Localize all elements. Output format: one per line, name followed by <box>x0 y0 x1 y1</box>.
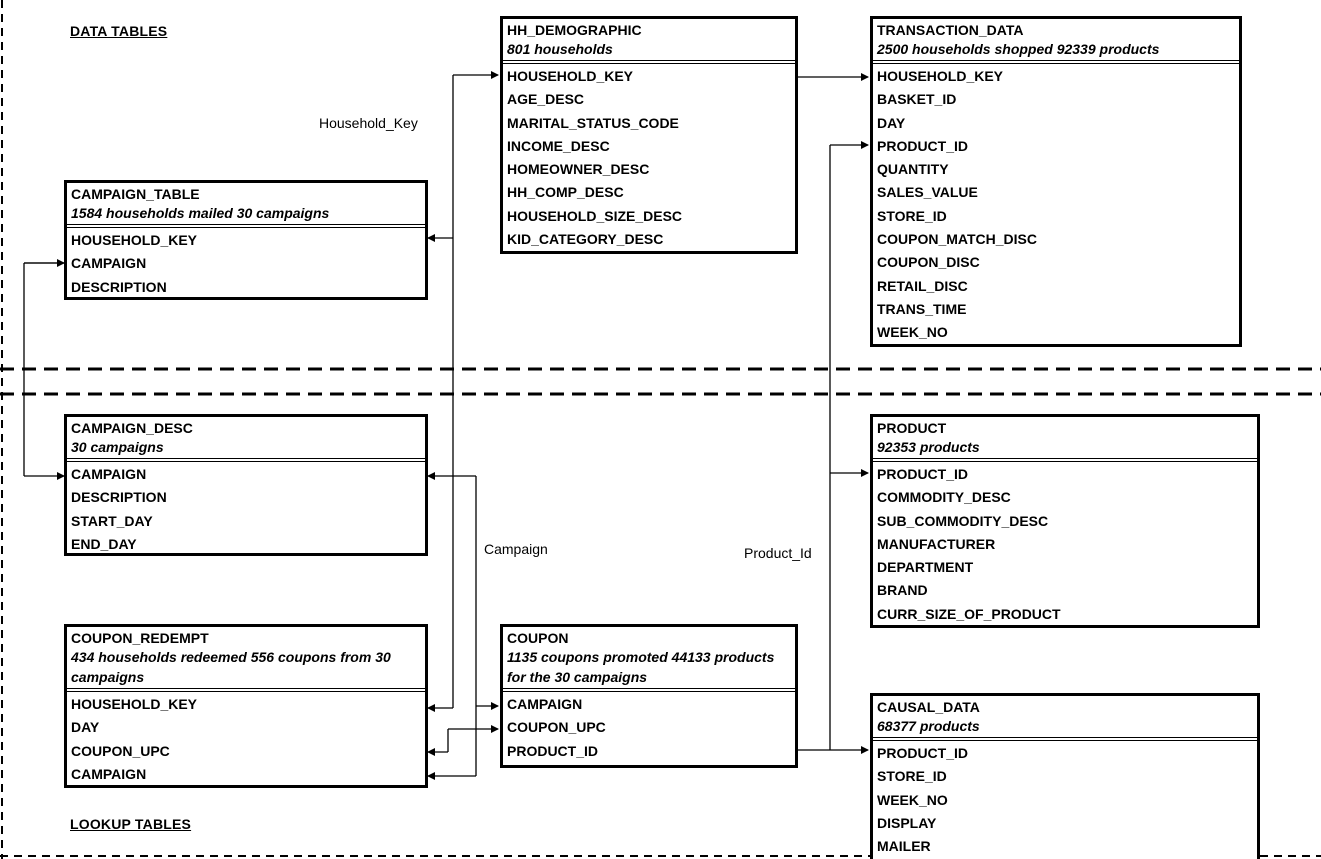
table-name: TRANSACTION_DATA <box>877 22 1024 38</box>
field-curr-size-of-product[interactable]: CURR_SIZE_OF_PRODUCT <box>877 605 1061 622</box>
table-subtitle: 434 households redeemed 556 coupons from… <box>71 649 391 685</box>
field-description[interactable]: DESCRIPTION <box>71 278 167 295</box>
field-week-no[interactable]: WEEK_NO <box>877 791 948 808</box>
field-list: HOUSEHOLD_KEY DAY COUPON_UPC CAMPAIGN <box>67 692 425 786</box>
field-store-id[interactable]: STORE_ID <box>877 768 947 785</box>
field-day[interactable]: DAY <box>71 719 100 736</box>
field-list: PRODUCT_ID STORE_ID WEEK_NO DISPLAY MAILER <box>873 741 1257 858</box>
table-subtitle: 68377 products <box>877 718 980 734</box>
table-name: COUPON_REDEMPT <box>71 630 209 646</box>
field-start-day[interactable]: START_DAY <box>71 512 153 529</box>
field-list: PRODUCT_ID COMMODITY_DESC SUB_COMMODITY_DE… <box>873 462 1257 626</box>
field-coupon-upc[interactable]: COUPON_UPC <box>71 742 170 759</box>
data-tables-label: DATA TABLES <box>70 23 168 39</box>
field-brand[interactable]: BRAND <box>877 582 928 599</box>
field-coupon-upc[interactable]: COUPON_UPC <box>507 719 606 736</box>
field-marital-status-code[interactable]: MARITAL_STATUS_CODE <box>507 114 679 131</box>
field-department[interactable]: DEPARTMENT <box>877 559 974 576</box>
table-header: HH_DEMOGRAPHIC 801 households <box>503 19 795 64</box>
coupon-redempt-table[interactable]: COUPON_REDEMPT 434 households redeemed 55… <box>64 624 428 788</box>
field-kid-category-desc[interactable]: KID_CATEGORY_DESC <box>507 231 664 248</box>
field-hh-comp-desc[interactable]: HH_COMP_DESC <box>507 184 624 201</box>
field-homeowner-desc[interactable]: HOMEOWNER_DESC <box>507 161 650 178</box>
table-name: CAUSAL_DATA <box>877 699 980 715</box>
field-list: HOUSEHOLD_KEY CAMPAIGN DESCRIPTION <box>67 228 425 299</box>
field-store-id[interactable]: STORE_ID <box>877 207 947 224</box>
field-household-key[interactable]: HOUSEHOLD_KEY <box>71 232 198 248</box>
table-subtitle: 801 households <box>507 41 613 57</box>
field-household-key[interactable]: HOUSEHOLD_KEY <box>507 68 634 84</box>
field-manufacturer[interactable]: MANUFACTURER <box>877 535 996 552</box>
field-display[interactable]: DISPLAY <box>877 814 937 831</box>
table-subtitle: 2500 households shopped 92339 products <box>877 41 1160 57</box>
field-trans-time[interactable]: TRANS_TIME <box>877 300 967 317</box>
field-list: CAMPAIGN COUPON_UPC PRODUCT_ID <box>503 692 795 763</box>
field-product-id[interactable]: PRODUCT_ID <box>877 745 969 761</box>
field-campaign[interactable]: CAMPAIGN <box>71 466 147 482</box>
field-basket-id[interactable]: BASKET_ID <box>877 91 957 108</box>
field-mailer[interactable]: MAILER <box>877 838 931 855</box>
transaction-data-table[interactable]: TRANSACTION_DATA 2500 households shopped … <box>870 16 1242 347</box>
field-list: HOUSEHOLD_KEY AGE_DESC MARITAL_STATUS_CODE… <box>503 64 795 251</box>
table-header: CAUSAL_DATA 68377 products <box>873 696 1257 741</box>
table-header: CAMPAIGN_TABLE 1584 households mailed 30 … <box>67 183 425 228</box>
lookup-tables-label: LOOKUP TABLES <box>70 816 192 832</box>
table-subtitle: 92353 products <box>877 439 980 455</box>
field-quantity[interactable]: QUANTITY <box>877 161 949 178</box>
field-age-desc[interactable]: AGE_DESC <box>507 91 585 108</box>
field-campaign[interactable]: CAMPAIGN <box>507 696 583 712</box>
field-description[interactable]: DESCRIPTION <box>71 489 167 506</box>
coupon-table[interactable]: COUPON 1135 coupons promoted 44133 produc… <box>500 624 798 768</box>
table-header: TRANSACTION_DATA 2500 households shopped … <box>873 19 1239 64</box>
field-week-no[interactable]: WEEK_NO <box>877 324 948 341</box>
table-name: CAMPAIGN_TABLE <box>71 186 200 202</box>
table-header: COUPON 1135 coupons promoted 44133 produc… <box>503 627 795 692</box>
campaign-label: Campaign <box>484 541 548 557</box>
table-subtitle: 30 campaigns <box>71 439 164 455</box>
field-list: HOUSEHOLD_KEY BASKET_ID DAY PRODUCT_ID QUANT… <box>873 64 1239 345</box>
field-coupon-match-disc[interactable]: COUPON_MATCH_DISC <box>877 231 1037 248</box>
field-sub-commodity-desc[interactable]: SUB_COMMODITY_DESC <box>877 512 1049 529</box>
table-subtitle: 1135 coupons promoted 44133 products for… <box>507 649 775 685</box>
field-day[interactable]: DAY <box>877 114 906 131</box>
campaign-table-table[interactable]: CAMPAIGN_TABLE 1584 households mailed 30 … <box>64 180 428 300</box>
field-sales-value[interactable]: SALES_VALUE <box>877 184 978 201</box>
table-name: CAMPAIGN_DESC <box>71 420 193 436</box>
table-name: COUPON <box>507 630 569 646</box>
field-retail-disc[interactable]: RETAIL_DISC <box>877 277 968 294</box>
field-campaign[interactable]: CAMPAIGN <box>71 765 147 782</box>
table-header: CAMPAIGN_DESC 30 campaigns <box>67 417 425 462</box>
field-household-key[interactable]: HOUSEHOLD_KEY <box>71 696 198 712</box>
table-name: HH_DEMOGRAPHIC <box>507 22 642 38</box>
field-list: CAMPAIGN DESCRIPTION START_DAY END_DAY <box>67 462 425 556</box>
field-product-id[interactable]: PRODUCT_ID <box>507 742 599 759</box>
field-commodity-desc[interactable]: COMMODITY_DESC <box>877 489 1011 506</box>
product-id-label: Product_Id <box>744 545 812 561</box>
field-income-desc[interactable]: INCOME_DESC <box>507 137 610 154</box>
field-campaign[interactable]: CAMPAIGN <box>71 255 147 272</box>
field-household-key[interactable]: HOUSEHOLD_KEY <box>877 68 1004 84</box>
field-household-size-desc[interactable]: HOUSEHOLD_SIZE_DESC <box>507 207 683 224</box>
field-product-id[interactable]: PRODUCT_ID <box>877 137 969 154</box>
field-end-day[interactable]: END_DAY <box>71 535 137 552</box>
field-coupon-disc[interactable]: COUPON_DISC <box>877 254 980 271</box>
table-name: PRODUCT <box>877 420 947 436</box>
table-header: COUPON_REDEMPT 434 households redeemed 55… <box>67 627 425 692</box>
table-subtitle: 1584 households mailed 30 campaigns <box>71 205 330 221</box>
field-product-id[interactable]: PRODUCT_ID <box>877 466 969 482</box>
household-key-label: Household_Key <box>319 115 418 131</box>
table-header: PRODUCT 92353 products <box>873 417 1257 462</box>
